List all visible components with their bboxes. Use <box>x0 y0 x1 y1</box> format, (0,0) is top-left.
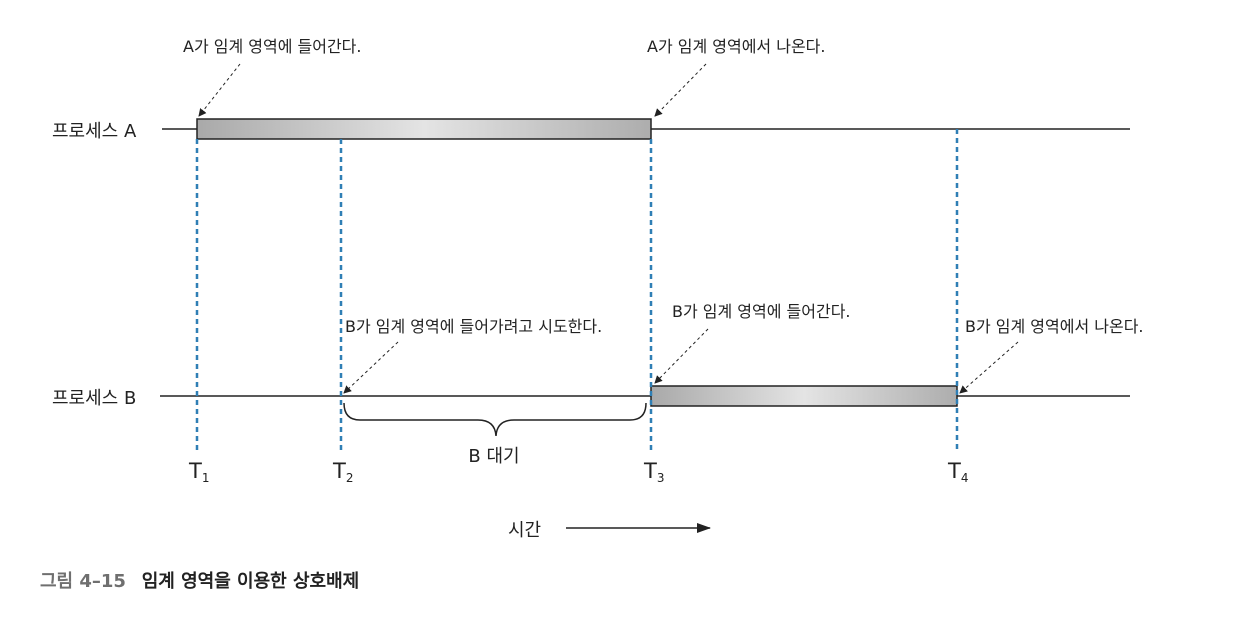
time-mark-lines <box>195 129 959 450</box>
time-mark-t2: T2 <box>332 459 353 485</box>
arrow-b-enter <box>654 328 709 384</box>
process-a-label: 프로세스 A <box>52 121 137 142</box>
b-wait-brace <box>343 402 647 437</box>
time-mark-t3: T3 <box>643 459 664 485</box>
time-mark-t1-base: T <box>188 459 202 483</box>
time-mark-t1: T1 <box>188 459 209 485</box>
time-mark-t2-base: T <box>332 459 346 483</box>
arrow-a-enter <box>198 63 241 117</box>
b-wait-label: B 대기 <box>468 446 519 467</box>
process-a-critical-section-bar <box>196 118 652 140</box>
time-mark-t4: T4 <box>947 459 968 485</box>
time-axis-label: 시간 <box>508 520 541 541</box>
process-b-critical-section-bar <box>650 385 958 407</box>
arrow-b-try <box>343 341 399 394</box>
arrow-a-exit <box>654 63 707 117</box>
time-mark-t2-sub: 2 <box>346 471 354 485</box>
time-mark-t3-sub: 3 <box>657 471 665 485</box>
process-b-label: 프로세스 B <box>52 388 136 409</box>
annotation-b-enter: B가 임계 영역에 들어간다. <box>672 302 851 321</box>
figure-title: 임계 영역을 이용한 상호배제 <box>141 571 360 592</box>
annotation-b-exit: B가 임계 영역에서 나온다. <box>965 317 1144 336</box>
time-mark-t4-sub: 4 <box>961 471 969 485</box>
time-mark-t1-sub: 1 <box>202 471 210 485</box>
time-mark-t3-base: T <box>643 459 657 483</box>
arrow-b-exit <box>959 341 1019 394</box>
time-mark-t4-base: T <box>947 459 961 483</box>
annotation-b-try: B가 임계 영역에 들어가려고 시도한다. <box>345 317 602 336</box>
figure-caption: 그림 4–15 임계 영역을 이용한 상호배제 <box>40 567 359 593</box>
annotation-a-enter: A가 임계 영역에 들어간다. <box>183 37 362 56</box>
figure-number: 그림 4–15 <box>40 571 126 592</box>
annotation-a-exit: A가 임계 영역에서 나온다. <box>647 37 826 56</box>
